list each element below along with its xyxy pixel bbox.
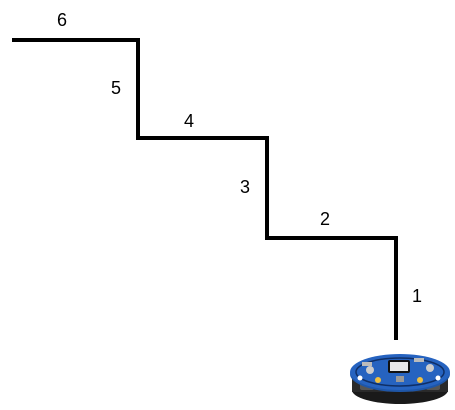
segment-label-6: 6	[57, 11, 67, 29]
robot-icon	[350, 354, 450, 404]
segment-label-4: 4	[184, 112, 194, 130]
segment-label-2: 2	[320, 210, 330, 228]
segment-label-5: 5	[111, 79, 121, 97]
segment-label-1: 1	[412, 287, 422, 305]
stair-path-line	[12, 40, 396, 340]
segment-label-3: 3	[240, 178, 250, 196]
